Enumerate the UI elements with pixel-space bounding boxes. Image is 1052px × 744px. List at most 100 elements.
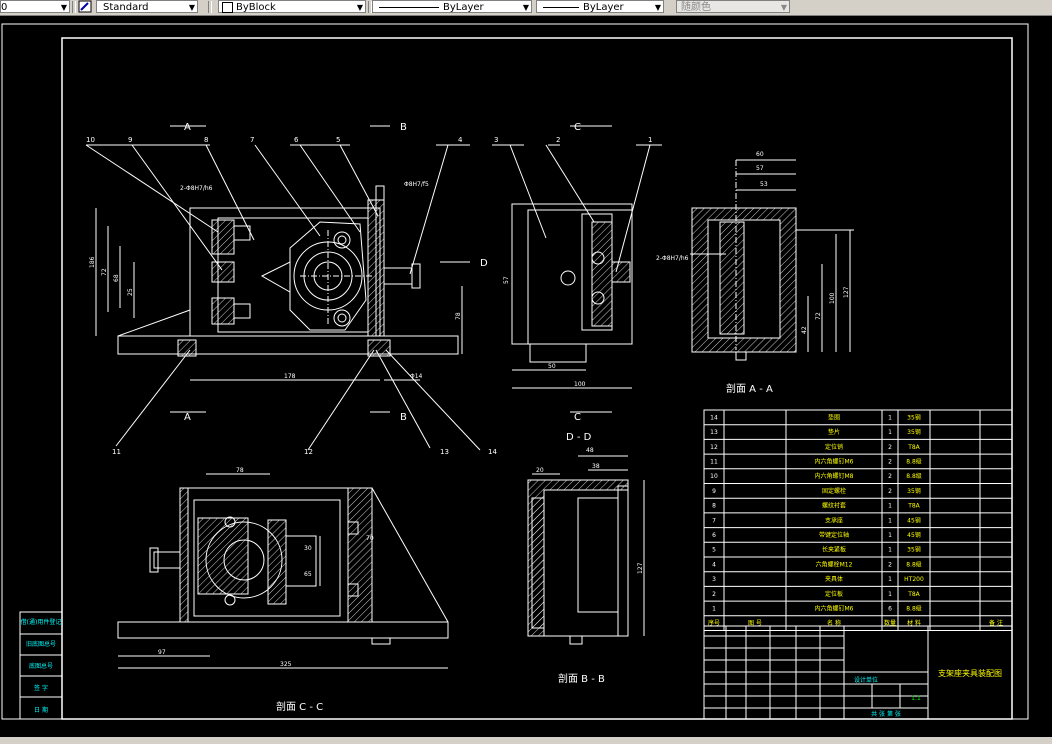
bom-cell-material: 8.8级: [906, 457, 922, 465]
chevron-down-icon: ▼: [188, 3, 195, 12]
dim-text: 325: [280, 661, 292, 668]
section-label-b: B: [400, 122, 407, 133]
dim-text: 178: [284, 373, 296, 380]
bom-cell-name: 夹具体: [825, 575, 843, 583]
stamp-label: 签 字: [34, 684, 48, 692]
color-dropdown[interactable]: 随颜色 ▼: [676, 0, 790, 13]
bom-cell-material: HT200: [904, 576, 924, 583]
chevron-down-icon: ▼: [780, 3, 787, 12]
dim-text: 60: [756, 151, 764, 158]
dim-text: 42: [801, 326, 808, 334]
bom-header-no: 序号: [708, 619, 720, 627]
bom-header-code: 图 号: [748, 620, 762, 627]
text-style-dropdown[interactable]: Standard▼: [96, 0, 198, 13]
plotstyle-dropdown[interactable]: ByLayer ▼: [536, 0, 664, 13]
balloon-label: 10: [86, 136, 95, 144]
bom-cell-name: 垫圈: [828, 413, 840, 421]
dim-text: 100: [829, 292, 836, 304]
status-bar: [0, 737, 1052, 744]
toolbar-separator: [72, 1, 76, 13]
bom-cell-qty: 1: [888, 576, 892, 583]
balloon-label: 7: [250, 136, 254, 144]
section-aa-labels: 60 57 53 2-Φ8H7/h6 100 127 72 42 剖面 A - …: [656, 151, 850, 395]
bom-cell-qty: 6: [888, 605, 892, 612]
balloon-label: 1: [648, 136, 652, 144]
line-sample-icon: [543, 7, 579, 8]
scale-value: 1:1: [911, 695, 921, 702]
bom-cell-no: 7: [712, 517, 716, 524]
side-view-labels: C C D - D 3 2 1 50 100 57: [494, 122, 652, 443]
dim-text: 57: [756, 165, 764, 172]
balloon-label: 5: [336, 136, 340, 144]
bom-cell-qty: 1: [888, 503, 892, 510]
bom-cell-qty: 1: [888, 591, 892, 598]
dim-text: 127: [843, 286, 850, 298]
toolbar-separator: [208, 1, 212, 13]
bom-cell-name: 内六角螺钉M8: [815, 472, 854, 480]
bom-cell-name: 固定螺栓: [822, 487, 846, 495]
toolbar-separator: [368, 1, 372, 13]
bom-cell-qty: 2: [888, 444, 892, 451]
drawing-title: 支架座夹具装配图: [938, 668, 1002, 678]
view-title-aa: 剖面 A - A: [726, 382, 773, 395]
bom-cell-no: 4: [712, 561, 716, 568]
dim-text: 186: [89, 256, 96, 268]
drawing-canvas[interactable]: 借(通)用件登记 旧底图总号 底图总号 签 字 日 期: [0, 15, 1052, 737]
dim-text: 2-Φ8H7/h6: [180, 185, 213, 192]
bom-cell-qty: 2: [888, 473, 892, 480]
bom-cell-material: 35钢: [907, 428, 921, 436]
section-bb-labels: 20 48 38 127 剖面 B - B: [536, 447, 644, 685]
bom-cell-name: 螺纹衬套: [822, 502, 846, 510]
bom-cell-material: 35钢: [907, 487, 921, 495]
bom-cell-no: 5: [712, 547, 716, 554]
bom-cell-material: 8.8级: [906, 604, 922, 612]
balloon-label: 9: [128, 136, 132, 144]
outer-frame: [1, 23, 1029, 720]
balloon-label: 13: [440, 448, 449, 456]
dim-text: 53: [760, 181, 768, 188]
bom-cell-no: 1: [712, 605, 716, 612]
chevron-down-icon: ▼: [654, 3, 661, 12]
bom-header-name: 名 称: [827, 619, 841, 627]
stamp-label: 借(通)用件登记: [21, 618, 62, 626]
bom-cell-qty: 1: [888, 517, 892, 524]
plotstyle-value: ByLayer: [583, 2, 624, 13]
linetype-dropdown[interactable]: ByBlock▼: [218, 0, 366, 13]
dim-text: 68: [113, 274, 120, 282]
dim-text: 72: [101, 268, 108, 276]
bom-cell-name: 六角螺栓M12: [816, 560, 853, 568]
text-style-icon[interactable]: [78, 0, 92, 13]
bom-cell-name: 长夹紧板: [822, 546, 846, 554]
balloon-label: 4: [458, 136, 463, 144]
chevron-down-icon: ▼: [60, 3, 67, 12]
section-label-a: A: [184, 122, 191, 133]
balloon-label: 8: [204, 136, 208, 144]
dim-text: 2-Φ8H7/h6: [656, 255, 689, 262]
layer-dropdown[interactable]: 0▼: [0, 0, 70, 13]
balloon-label: 11: [112, 448, 121, 456]
lineweight-dropdown[interactable]: ByLayer▼: [372, 0, 532, 13]
bom-header-remark: 备 注: [989, 619, 1003, 627]
front-view: [85, 125, 481, 451]
bom-frame: [703, 409, 1013, 631]
bom-cell-name: 内六角螺钉M6: [815, 604, 854, 612]
linetype-value: ByBlock: [236, 2, 276, 13]
bom-cell-material: T8A: [907, 444, 920, 451]
chevron-down-icon: ▼: [522, 3, 529, 12]
bom-cell-qty: 1: [888, 547, 892, 554]
color-value: 随颜色: [681, 2, 711, 13]
bom-cell-no: 2: [712, 591, 716, 598]
balloon-label: 14: [488, 448, 497, 456]
stamp-label: 旧底图总号: [26, 640, 56, 648]
bom-cell-no: 3: [712, 576, 716, 583]
dim-text: 127: [637, 562, 644, 574]
section-label-b: B: [400, 412, 407, 423]
bom-cell-material: 45钢: [907, 516, 921, 524]
bom-cell-qty: 2: [888, 488, 892, 495]
line-sample-icon: [379, 7, 439, 8]
bom-cell-name: 带键定位轴: [819, 531, 849, 539]
bom-cell-material: 8.8级: [906, 472, 922, 480]
bom-cell-qty: 1: [888, 532, 892, 539]
dim-text: 65: [304, 571, 312, 578]
